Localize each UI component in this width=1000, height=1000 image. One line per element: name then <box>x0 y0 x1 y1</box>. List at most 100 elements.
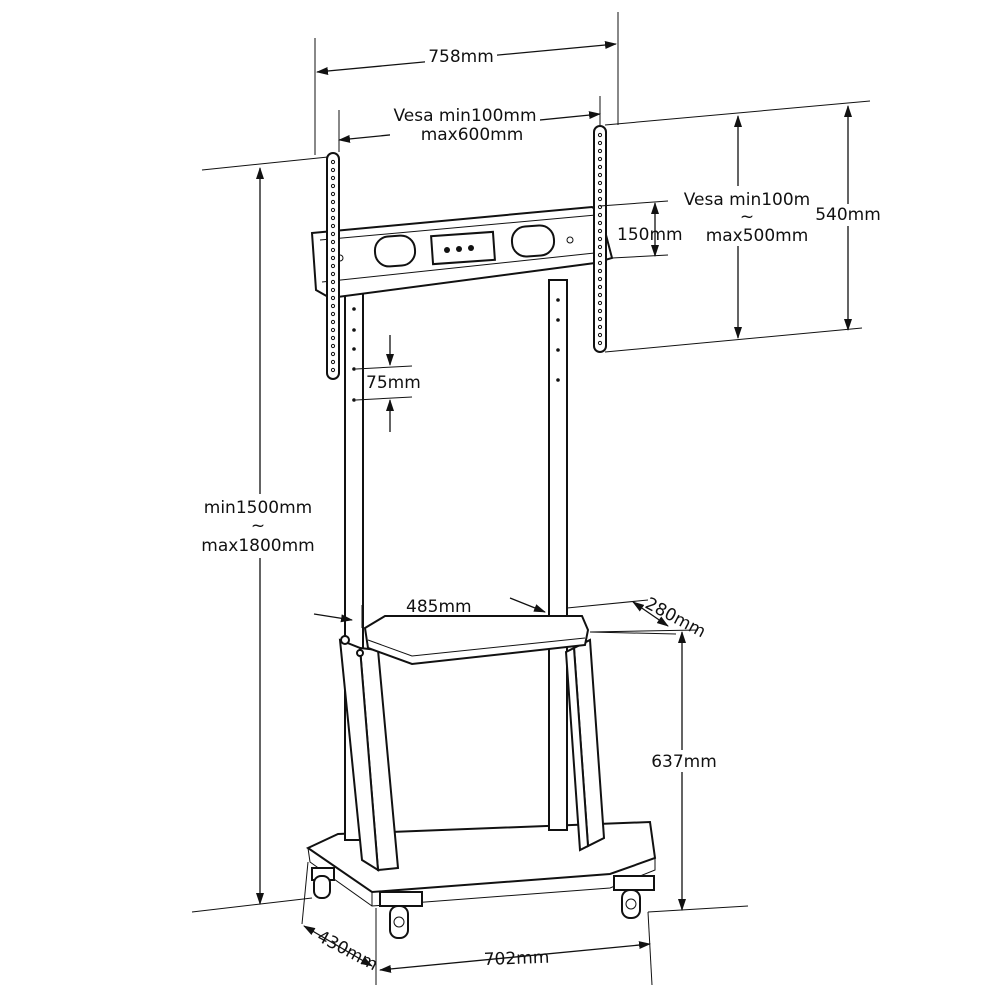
label-shelf-height: 637mm <box>651 752 717 772</box>
bracket-hole <box>330 183 336 189</box>
extension-line <box>647 905 749 913</box>
bracket-hole <box>330 287 336 293</box>
bracket-hole <box>597 300 603 306</box>
bracket-hole <box>597 292 603 298</box>
extension-line <box>589 631 677 635</box>
bracket-hole <box>330 367 336 373</box>
bracket-hole <box>597 148 603 154</box>
bracket-hole <box>330 159 336 165</box>
extension-line <box>355 396 413 401</box>
dim-line-base-width <box>379 941 651 973</box>
label-height-min: min1500mm <box>204 498 312 518</box>
bracket-hole <box>330 199 336 205</box>
bracket-hole <box>330 319 336 325</box>
bracket-hole <box>597 324 603 330</box>
bracket-hole <box>330 335 336 341</box>
bracket-hole <box>597 156 603 162</box>
tv-stand-illustration <box>305 125 657 939</box>
bracket-hole <box>597 260 603 266</box>
bracket-hole <box>597 332 603 338</box>
label-bracket-height: 540mm <box>815 205 881 225</box>
bracket-hole <box>330 303 336 309</box>
bracket-hole <box>330 327 336 333</box>
extension-line <box>647 911 653 986</box>
bracket-hole <box>597 228 603 234</box>
caster-wheel-front-right <box>613 875 655 919</box>
right-upright-post <box>548 279 568 831</box>
bracket-hole <box>330 231 336 237</box>
label-base-depth: 430mm <box>314 927 381 975</box>
shelf-knob-left <box>340 635 350 645</box>
bracket-hole <box>597 140 603 146</box>
bracket-hole <box>330 351 336 357</box>
bracket-hole <box>597 252 603 258</box>
label-vesa-vertical-tilde: ~ <box>740 207 754 227</box>
caster-wheel-rear-left <box>311 867 335 899</box>
extension-line <box>611 254 669 259</box>
bracket-hole <box>330 343 336 349</box>
bracket-hole <box>330 271 336 277</box>
bracket-hole <box>330 311 336 317</box>
left-vesa-bracket <box>326 152 340 380</box>
label-base-width: 702mm <box>483 948 549 970</box>
label-height-tilde: ~ <box>251 516 265 536</box>
extension-line <box>301 861 309 925</box>
bracket-hole <box>597 308 603 314</box>
shelf-knob-small <box>356 649 364 657</box>
extension-line <box>599 200 669 207</box>
bracket-hole <box>597 164 603 170</box>
label-shelf-depth: 280mm <box>642 594 709 642</box>
bracket-hole <box>330 247 336 253</box>
bracket-hole <box>597 220 603 226</box>
extension-line <box>355 365 413 370</box>
caster-wheel-front-left <box>379 891 423 939</box>
middle-shelf <box>363 615 590 666</box>
bracket-hole <box>597 188 603 194</box>
mounting-plate <box>310 205 614 300</box>
label-plate-height: 150mm <box>617 225 683 245</box>
bracket-hole <box>597 316 603 322</box>
bracket-hole <box>330 255 336 261</box>
bracket-hole <box>597 172 603 178</box>
label-vesa-vertical-min: Vesa min100m <box>684 190 811 210</box>
dim-arrow-shelf-width-left <box>313 613 353 623</box>
bracket-hole <box>330 215 336 221</box>
dim-line-shelf-depth <box>632 601 669 627</box>
bracket-hole <box>330 223 336 229</box>
dim-arrow-shelf-width-right <box>509 597 546 613</box>
bracket-hole <box>330 263 336 269</box>
dim-line-base-depth <box>303 925 373 967</box>
label-vesa-vertical-max: max500mm <box>706 226 809 246</box>
extension-line <box>191 897 313 913</box>
bracket-hole <box>597 276 603 282</box>
extension-line <box>604 100 871 126</box>
label-vesa-horizontal-max: max600mm <box>421 125 524 145</box>
label-overall-width: 758mm <box>428 47 494 67</box>
bracket-hole <box>597 268 603 274</box>
bracket-hole <box>597 236 603 242</box>
bracket-hole <box>330 191 336 197</box>
bracket-hole <box>330 359 336 365</box>
bracket-hole <box>597 244 603 250</box>
bracket-hole <box>597 212 603 218</box>
bracket-hole <box>330 175 336 181</box>
bracket-hole <box>597 340 603 346</box>
label-shelf-width: 485mm <box>406 597 472 617</box>
right-front-leg <box>564 638 606 852</box>
bracket-hole <box>330 207 336 213</box>
extension-line <box>604 327 863 353</box>
bracket-hole <box>597 180 603 186</box>
bracket-hole <box>330 279 336 285</box>
right-vesa-bracket <box>593 125 607 353</box>
label-vesa-horizontal-min: Vesa min100mm <box>393 106 536 126</box>
bracket-hole <box>330 239 336 245</box>
bracket-hole <box>597 132 603 138</box>
label-height-max: max1800mm <box>201 536 314 556</box>
extension-line <box>589 629 699 633</box>
label-hole-spacing: 75mm <box>366 373 421 393</box>
bracket-hole <box>330 295 336 301</box>
extension-line <box>201 156 329 171</box>
bracket-hole <box>597 284 603 290</box>
extension-line <box>566 599 649 609</box>
